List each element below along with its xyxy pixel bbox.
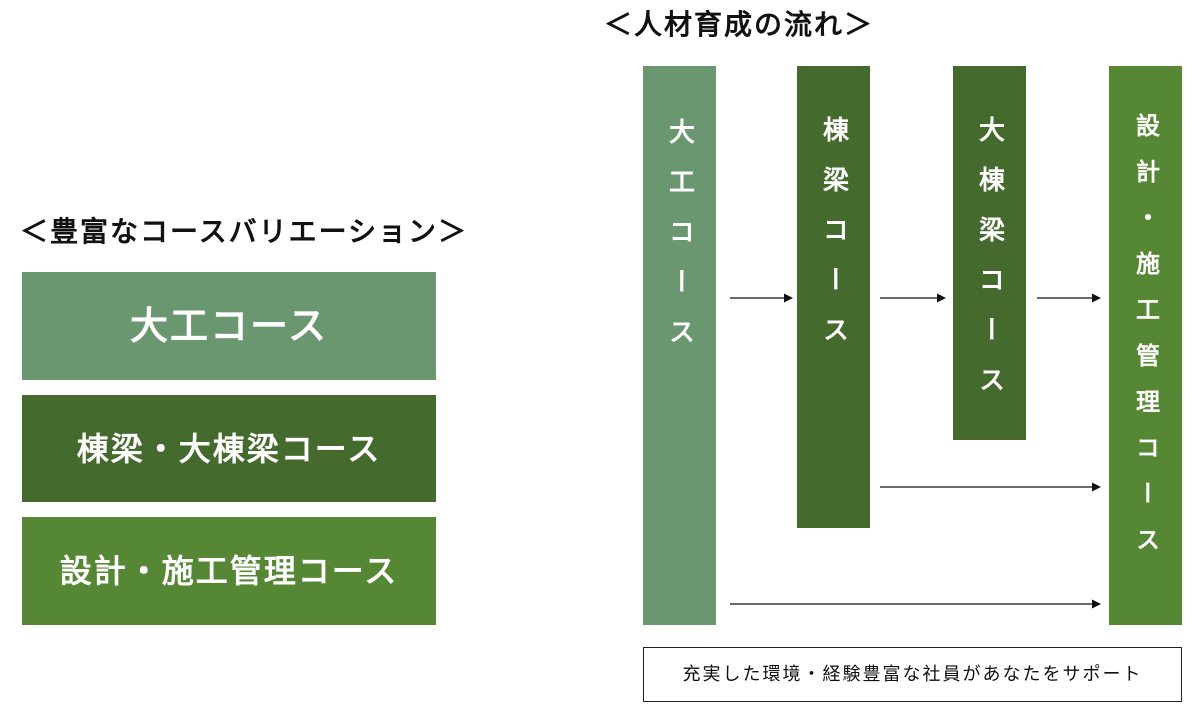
course-label: 大工コース xyxy=(129,304,329,348)
arrow-toryo-to-daitoryo xyxy=(880,293,946,303)
course-box-sekkei: 設計・施工管理コース xyxy=(22,517,436,625)
arrow-toryo-to-sekkei xyxy=(880,482,1101,492)
flow-column-daitoryo: 大棟梁コース xyxy=(953,66,1026,440)
course-box-toryo: 棟梁・大棟梁コース xyxy=(22,395,436,502)
flow-column-label: 棟梁コース xyxy=(818,116,849,366)
support-banner: 充実した環境・経験豊富な社員があなたをサポート xyxy=(643,647,1182,702)
course-box-daiku: 大工コース xyxy=(22,272,436,380)
variation-title: ＜豊富なコースバリエーション＞ xyxy=(20,215,469,248)
arrow-daiku-to-sekkei xyxy=(730,599,1101,609)
flow-column-sekkei: 設計・施工管理コース xyxy=(1109,66,1182,625)
flow-column-label: 大棟梁コース xyxy=(974,116,1005,416)
course-label: 設計・施工管理コース xyxy=(59,552,399,590)
flow-column-label: 設計・施工管理コース xyxy=(1131,113,1160,573)
support-text: 充実した環境・経験豊富な社員があなたをサポート xyxy=(682,663,1143,685)
arrow-daitoryo-to-sekkei xyxy=(1037,293,1101,303)
course-label: 棟梁・大棟梁コース xyxy=(76,429,382,468)
arrow-daiku-to-toryo xyxy=(730,293,793,303)
flow-column-label: 大工コース xyxy=(664,118,695,368)
flow-column-toryo: 棟梁コース xyxy=(797,66,870,528)
flow-title: ＜人材育成の流れ＞ xyxy=(604,8,875,41)
flow-column-daiku: 大工コース xyxy=(643,66,716,625)
